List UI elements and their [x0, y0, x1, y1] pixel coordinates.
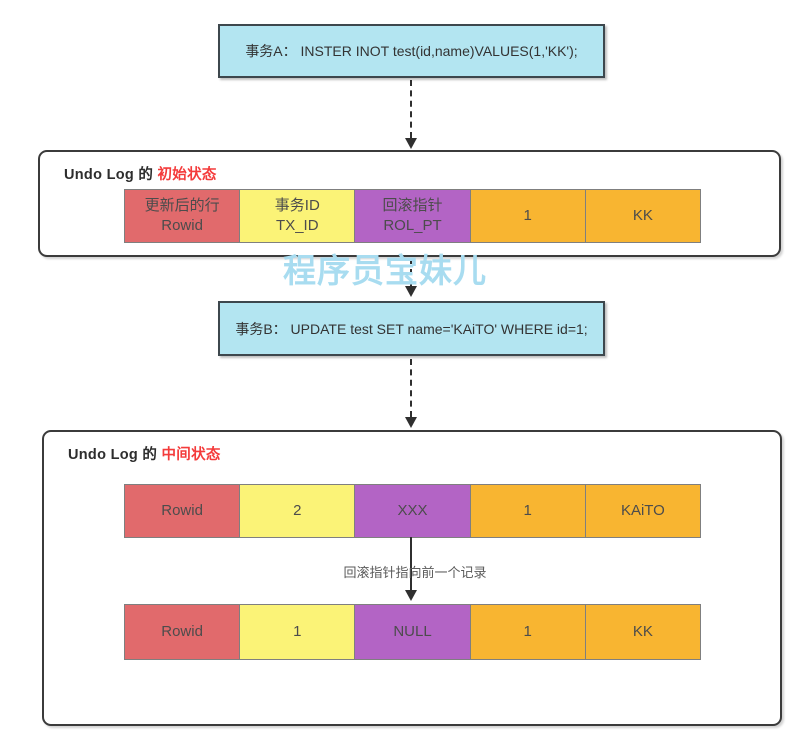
arrow-line	[410, 537, 412, 590]
cell-text: Rowid	[161, 501, 203, 519]
middle-record-row-previous: Rowid 1 NULL 1 KK	[124, 604, 702, 660]
cell-id-value: 1	[469, 484, 586, 538]
cell-id-value: 1	[469, 189, 586, 243]
cell-line1: KK	[632, 206, 653, 224]
cell-name-value: KK	[584, 604, 702, 660]
cell-text: 1	[523, 622, 532, 640]
cell-rollback-pointer: 回滚指针 ROL_PT	[354, 189, 471, 243]
undo-middle-container: Undo Log 的 中间状态 Rowid 2 XXX 1 KAiTO Rowi…	[42, 430, 782, 726]
cell-text: XXX	[397, 501, 428, 519]
cell-text: NULL	[393, 622, 432, 640]
rollback-pointer-arrow-label: 回滚指针指向前一个记录	[343, 565, 487, 580]
rollback-pointer-arrow	[405, 537, 418, 601]
initial-record-row: 更新后的行 Rowid 事务ID TX_ID 回滚指针 ROL_PT 1 KK	[124, 189, 702, 243]
cell-rowid: Rowid	[124, 484, 241, 538]
cell-id-value: 1	[469, 604, 586, 660]
transaction-b-sql: 事务B： UPDATE test SET name='KAiTO' WHERE …	[235, 320, 588, 337]
cell-name-value: KAiTO	[584, 484, 702, 538]
arrow-head-icon	[405, 590, 417, 601]
arrow-head-icon	[405, 417, 417, 428]
cell-txid-value: 2	[239, 484, 356, 538]
cell-line1: 1	[523, 206, 532, 224]
cell-text: 2	[293, 501, 302, 519]
flow-arrow-b-to-middle	[405, 359, 418, 429]
arrow-line	[410, 359, 412, 417]
watermark-text: 程序员宝妹儿	[283, 252, 487, 289]
arrow-line	[410, 258, 412, 286]
flow-arrow-initial-to-b	[405, 258, 418, 298]
arrow-line	[410, 80, 412, 138]
undo-middle-title-prefix: Undo Log 的	[68, 447, 162, 463]
undo-initial-title: Undo Log 的 初始状态	[64, 163, 217, 184]
undo-initial-title-prefix: Undo Log 的	[64, 167, 158, 183]
undo-middle-title: Undo Log 的 中间状态	[68, 443, 221, 464]
middle-record-row-current: Rowid 2 XXX 1 KAiTO	[124, 484, 702, 538]
transaction-a-box: 事务A： INSTER INOT test(id,name)VALUES(1,'…	[218, 24, 605, 78]
cell-text: 1	[293, 622, 302, 640]
cell-line1: 回滚指针	[382, 196, 443, 214]
cell-line2: ROL_PT	[383, 217, 442, 234]
transaction-b-box: 事务B： UPDATE test SET name='KAiTO' WHERE …	[218, 301, 605, 356]
cell-txid-value: 1	[239, 604, 356, 660]
cell-line2: Rowid	[161, 217, 203, 234]
cell-rollback-pointer-value: NULL	[354, 604, 471, 660]
undo-middle-title-state: 中间状态	[161, 447, 221, 463]
cell-rowid: Rowid	[124, 604, 241, 660]
cell-rowid: 更新后的行 Rowid	[124, 189, 241, 243]
cell-rollback-pointer-value: XXX	[354, 484, 471, 538]
flow-arrow-a-to-initial	[405, 80, 418, 150]
cell-line1: 更新后的行	[144, 196, 220, 214]
cell-text: Rowid	[161, 622, 203, 640]
undo-initial-title-state: 初始状态	[157, 167, 217, 183]
undo-initial-container: Undo Log 的 初始状态 更新后的行 Rowid 事务ID TX_ID 回…	[38, 150, 781, 257]
cell-text: 1	[523, 501, 532, 519]
cell-line2: TX_ID	[276, 217, 319, 234]
cell-name-value: KK	[584, 189, 702, 243]
cell-line1: 事务ID	[274, 196, 320, 214]
arrow-head-icon	[405, 286, 417, 297]
arrow-head-icon	[405, 138, 417, 149]
cell-txid: 事务ID TX_ID	[239, 189, 356, 243]
cell-text: KAiTO	[620, 501, 665, 519]
transaction-a-sql: 事务A： INSTER INOT test(id,name)VALUES(1,'…	[245, 43, 578, 59]
cell-text: KK	[632, 622, 653, 640]
